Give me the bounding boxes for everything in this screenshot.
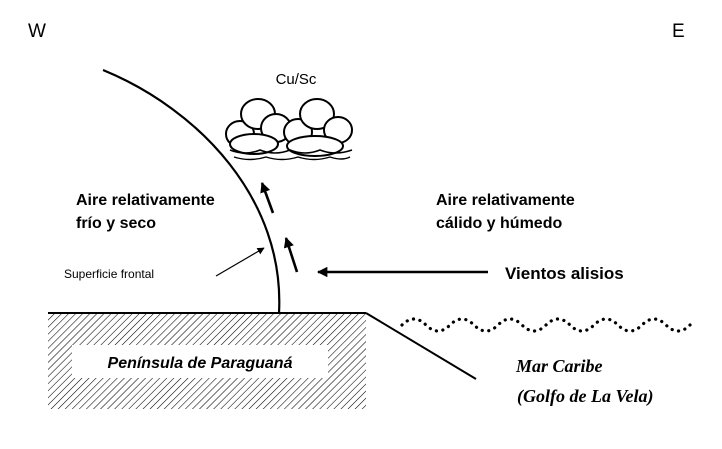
coast-slope-line <box>365 312 477 380</box>
warm-air-line1: Aire relativamente <box>436 192 575 209</box>
cloud-icon <box>225 98 353 161</box>
sea-label: Mar Caribe <box>515 356 603 376</box>
west-label: W <box>28 21 46 42</box>
gulf-label: (Golfo de La Vela) <box>517 386 653 407</box>
east-label: E <box>672 21 685 42</box>
cold-air-line1: Aire relativamente <box>76 192 215 209</box>
lift-arrow-upper <box>260 182 275 214</box>
cold-air-line2: frío y seco <box>76 215 156 232</box>
peninsula-label: Península de Paraguaná <box>108 355 293 372</box>
peninsula-block <box>48 312 366 409</box>
lift-arrow-lower <box>283 237 299 273</box>
frontal-surface-label: Superficie frontal <box>64 267 154 281</box>
frontal-surface-pointer <box>215 247 265 277</box>
trade-winds-label: Vientos alisios <box>505 264 624 283</box>
warm-air-line2: cálido y húmedo <box>436 215 562 232</box>
frontal-surface-curve <box>102 68 281 314</box>
cloud-label: Cu/Sc <box>276 71 317 88</box>
sea-surface-wave <box>400 317 692 333</box>
